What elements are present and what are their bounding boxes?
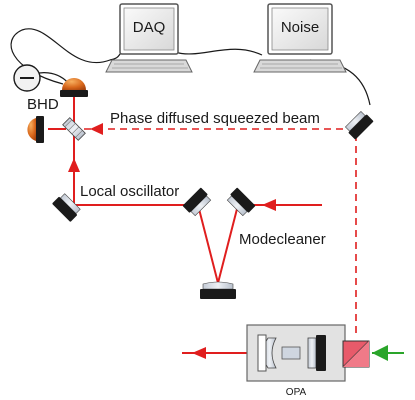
mixer-icon xyxy=(13,64,41,92)
daq-computer-icon xyxy=(105,3,193,73)
opa-box xyxy=(246,324,346,382)
modecleaner-mirror-left-icon xyxy=(182,187,212,217)
modecleaner-mirror-right-icon xyxy=(226,187,256,217)
input-arrow xyxy=(262,199,276,211)
bhd-beamsplitter-icon xyxy=(62,117,86,141)
modecleaner-mirror-bottom-icon xyxy=(200,281,236,299)
cable-bhd-to-daq xyxy=(10,28,123,85)
squeezed-arrow xyxy=(90,123,103,135)
local-oscillator-label: Local oscillator xyxy=(80,183,179,200)
photodetector-left-icon xyxy=(27,116,44,143)
green-pump-arrow xyxy=(372,345,388,361)
noise-label: Noise xyxy=(281,19,319,36)
lo-arrow xyxy=(68,158,80,172)
opa-label: OPA xyxy=(286,387,307,398)
modecleaner-beam xyxy=(197,204,239,284)
squeezed-beam-label: Phase diffused squeezed beam xyxy=(110,110,320,127)
crystal-icon xyxy=(281,346,301,360)
isolator-icon xyxy=(342,340,370,368)
modecleaner-label: Modecleaner xyxy=(239,231,326,248)
daq-label: DAQ xyxy=(133,19,166,36)
cable-daq-to-noise xyxy=(174,48,263,56)
opa-input-arrow xyxy=(192,347,206,359)
mirror-lo-icon xyxy=(52,193,81,222)
mirror-squeezed-icon xyxy=(344,110,374,140)
bhd-label: BHD xyxy=(27,96,59,113)
photodetector-top-icon xyxy=(60,78,88,97)
noise-computer-icon xyxy=(253,3,347,73)
